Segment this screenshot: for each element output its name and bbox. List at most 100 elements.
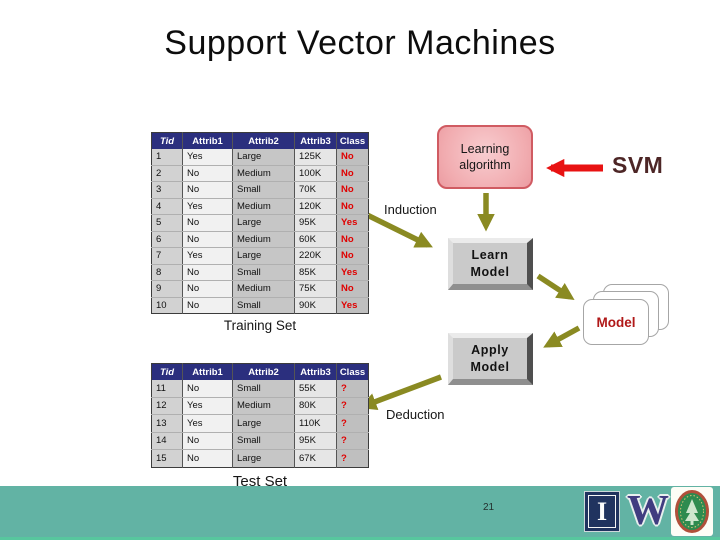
green-seal-icon (675, 490, 709, 533)
table-cell: No (182, 231, 233, 248)
table-cell: Yes (182, 414, 233, 433)
learning-algorithm-label: Learning algorithm (459, 141, 511, 172)
apply-model-box: Apply Model (448, 333, 533, 385)
table-cell: 100K (294, 165, 337, 182)
column-header: Tid (151, 132, 183, 149)
table-cell: 13 (151, 414, 183, 433)
table-cell: Large (232, 247, 295, 265)
learn-to-model-arrow (536, 273, 575, 301)
training-set-caption: Training Set (223, 318, 297, 333)
learning-algorithm-box: Learning algorithm (437, 125, 533, 189)
table-cell: 67K (294, 449, 337, 467)
footer-bar: 21 I W (0, 486, 720, 540)
model-to-apply-arrow (543, 325, 581, 348)
table-cell: No (182, 264, 233, 281)
table-cell: 75K (294, 280, 337, 298)
table-cell: Medium (232, 165, 295, 182)
class-value-cell: Yes (336, 297, 369, 314)
table-cell: 95K (294, 214, 337, 232)
class-value-cell: No (336, 231, 369, 248)
column-header: Class (336, 363, 369, 380)
table-cell: 3 (151, 181, 183, 199)
class-value-cell: ? (336, 432, 369, 450)
table-cell: Yes (182, 247, 233, 265)
table-cell: No (182, 181, 233, 199)
column-header: Class (336, 132, 369, 149)
class-value-cell: ? (336, 380, 369, 398)
table-cell: 60K (294, 231, 337, 248)
table-cell: No (182, 432, 233, 450)
class-value-cell: No (336, 149, 369, 166)
table-cell: No (182, 380, 233, 398)
table-cell: Medium (232, 231, 295, 248)
table-cell: 125K (294, 149, 337, 166)
table-cell: Medium (232, 198, 295, 215)
illinois-block-i-logo: I (584, 491, 620, 532)
table-cell: 85K (294, 264, 337, 281)
table-cell: 220K (294, 247, 337, 265)
class-value-cell: No (336, 247, 369, 265)
table-cell: 55K (294, 380, 337, 398)
table-cell: Medium (232, 397, 295, 415)
class-value-cell: Yes (336, 214, 369, 232)
table-cell: 8 (151, 264, 183, 281)
model-stack: Model (583, 284, 671, 346)
test-set-caption: Test Set (232, 472, 288, 490)
table-cell: 70K (294, 181, 337, 199)
induction-label: Induction (384, 202, 437, 217)
apply-model-line1: Apply (471, 342, 509, 357)
page-title: Support Vector Machines (164, 24, 556, 62)
table-cell: Small (232, 297, 295, 314)
illinois-block-i-letter: I (588, 495, 616, 528)
washington-w-logo: W (627, 488, 669, 534)
column-header: Attrib3 (294, 132, 337, 149)
table-cell: Large (232, 214, 295, 232)
table-cell: 7 (151, 247, 183, 265)
table-cell: 120K (294, 198, 337, 215)
table-cell: 5 (151, 214, 183, 232)
svm-label: SVM (612, 152, 664, 178)
table-cell: 1 (151, 149, 183, 166)
deduction-arrow (358, 374, 442, 410)
table-cell: Large (232, 414, 295, 433)
deduction-label: Deduction (386, 407, 445, 422)
table-cell: 4 (151, 198, 183, 215)
column-header: Attrib2 (232, 363, 295, 380)
table-cell: Large (232, 449, 295, 467)
model-label: Model (596, 314, 636, 330)
table-cell: No (182, 449, 233, 467)
apply-model-line2: Model (470, 359, 510, 374)
page-number: 21 (483, 502, 495, 513)
class-value-cell: ? (336, 449, 369, 467)
table-cell: Small (232, 181, 295, 199)
green-seal-logo (671, 487, 713, 536)
learn-model-box: Learn Model (448, 238, 533, 290)
column-header: Attrib1 (182, 132, 233, 149)
table-cell: Small (232, 432, 295, 450)
table-cell: No (182, 280, 233, 298)
column-header: Tid (151, 363, 183, 380)
table-cell: 80K (294, 397, 337, 415)
table-cell: Small (232, 264, 295, 281)
class-value-cell: ? (336, 414, 369, 433)
